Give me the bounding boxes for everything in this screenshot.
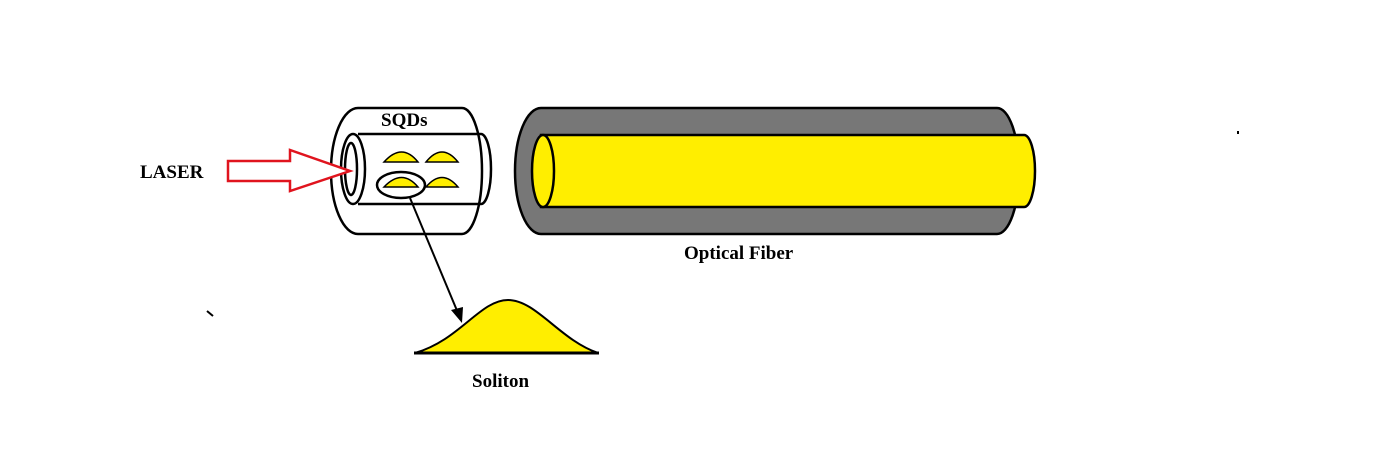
stray-mark — [206, 310, 214, 317]
sqd-inner-tube — [358, 132, 493, 206]
sqd-dot — [424, 151, 460, 163]
pointer-arrowhead — [451, 307, 463, 323]
sqd-dots — [382, 151, 460, 188]
sqds-label: SQDs — [381, 110, 428, 131]
highlight-ellipse — [375, 170, 427, 200]
fiber-core — [539, 133, 1037, 209]
laser-label: LASER — [140, 162, 204, 183]
optical-fiber-label: Optical Fiber — [684, 243, 794, 264]
stray-dot — [1237, 131, 1239, 134]
sqd-dot — [382, 176, 420, 188]
sqd-cylinder — [329, 106, 493, 236]
pointer-line — [409, 197, 459, 314]
optical-fiber — [513, 106, 1037, 236]
laser-arrow — [226, 148, 354, 193]
fiber-core-end — [530, 133, 556, 209]
soliton-label: Soliton — [472, 371, 530, 392]
sqd-dot — [382, 151, 420, 163]
soliton-pulse — [414, 298, 599, 354]
sqd-dot — [424, 176, 460, 188]
